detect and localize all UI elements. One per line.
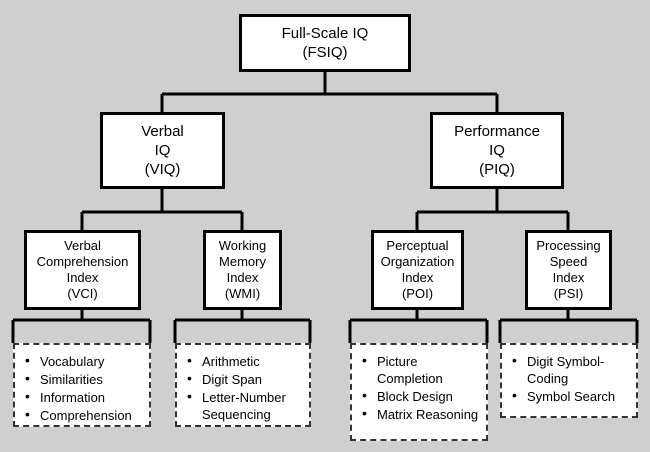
node-performance-iq-line2: IQ xyxy=(489,142,505,159)
node-performance-iq-line3: (PIQ) xyxy=(479,161,515,178)
list-item: Block Design xyxy=(362,387,480,405)
node-vci-line1: Verbal xyxy=(64,238,101,253)
list-item: Matrix Reasoning xyxy=(362,405,480,423)
subtest-box-vci: Vocabulary Similarities Information Comp… xyxy=(13,343,151,427)
node-verbal-iq-line2: IQ xyxy=(154,142,171,159)
list-item: Arithmetic xyxy=(187,352,303,370)
subtest-list-psi: Digit Symbol-Coding Symbol Search xyxy=(512,352,630,405)
subtest-box-wmi: Arithmetic Digit Span Letter-Number Sequ… xyxy=(175,343,311,427)
node-wmi-line4: (WMI) xyxy=(224,286,261,301)
subtest-list-vci: Vocabulary Similarities Information Comp… xyxy=(25,352,143,424)
node-full-scale-iq-line1: Full-Scale IQ xyxy=(281,25,369,42)
subtest-list-wmi: Arithmetic Digit Span Letter-Number Sequ… xyxy=(187,352,303,423)
node-psi-line4: (PSI) xyxy=(553,286,584,301)
subtest-box-psi: Digit Symbol-Coding Symbol Search xyxy=(500,343,638,418)
node-wmi-line1: Working xyxy=(218,238,267,253)
node-verbal-comprehension-index[interactable]: Verbal Comprehension Index (VCI) xyxy=(24,230,141,310)
node-processing-speed-index[interactable]: Processing Speed Index (PSI) xyxy=(525,230,612,310)
node-working-memory-index[interactable]: Working Memory Index (WMI) xyxy=(203,230,282,310)
node-poi-line3: Index xyxy=(401,270,434,285)
node-full-scale-iq[interactable]: Full-Scale IQ (FSIQ) xyxy=(239,14,411,72)
node-psi-line3: Index xyxy=(552,270,585,285)
list-item: Digit Span xyxy=(187,370,303,388)
subtest-box-poi: Picture Completion Block Design Matrix R… xyxy=(350,343,488,441)
node-perceptual-organization-index[interactable]: Perceptual Organization Index (POI) xyxy=(371,230,464,310)
node-vci-line4: (VCI) xyxy=(67,286,98,301)
list-item: Information xyxy=(25,388,143,406)
list-item: Vocabulary xyxy=(25,352,143,370)
node-vci-line2: Comprehension xyxy=(36,254,129,269)
list-item: Comprehension xyxy=(25,406,143,424)
node-psi-line1: Processing xyxy=(536,238,601,253)
node-full-scale-iq-line2: (FSIQ) xyxy=(302,44,348,61)
node-verbal-iq-line1: Verbal xyxy=(141,123,184,140)
node-vci-line3: Index xyxy=(66,270,99,285)
node-wmi-line3: Index xyxy=(226,270,259,285)
node-wmi-line2: Memory xyxy=(219,254,266,269)
node-verbal-iq-line3: (VIQ) xyxy=(144,161,181,178)
node-verbal-iq[interactable]: Verbal IQ (VIQ) xyxy=(100,112,225,189)
list-item: Digit Symbol-Coding xyxy=(512,352,630,387)
node-performance-iq-line1: Performance xyxy=(454,123,540,140)
subtest-list-poi: Picture Completion Block Design Matrix R… xyxy=(362,352,480,423)
node-poi-line2: Organization xyxy=(380,254,455,269)
list-item: Letter-Number Sequencing xyxy=(187,388,303,423)
node-poi-line1: Perceptual xyxy=(386,238,449,253)
node-performance-iq[interactable]: Performance IQ (PIQ) xyxy=(430,112,564,189)
node-poi-line4: (POI) xyxy=(401,286,434,301)
node-psi-line2: Speed xyxy=(549,254,588,269)
list-item: Picture Completion xyxy=(362,352,480,387)
list-item: Similarities xyxy=(25,370,143,388)
list-item: Symbol Search xyxy=(512,387,630,405)
